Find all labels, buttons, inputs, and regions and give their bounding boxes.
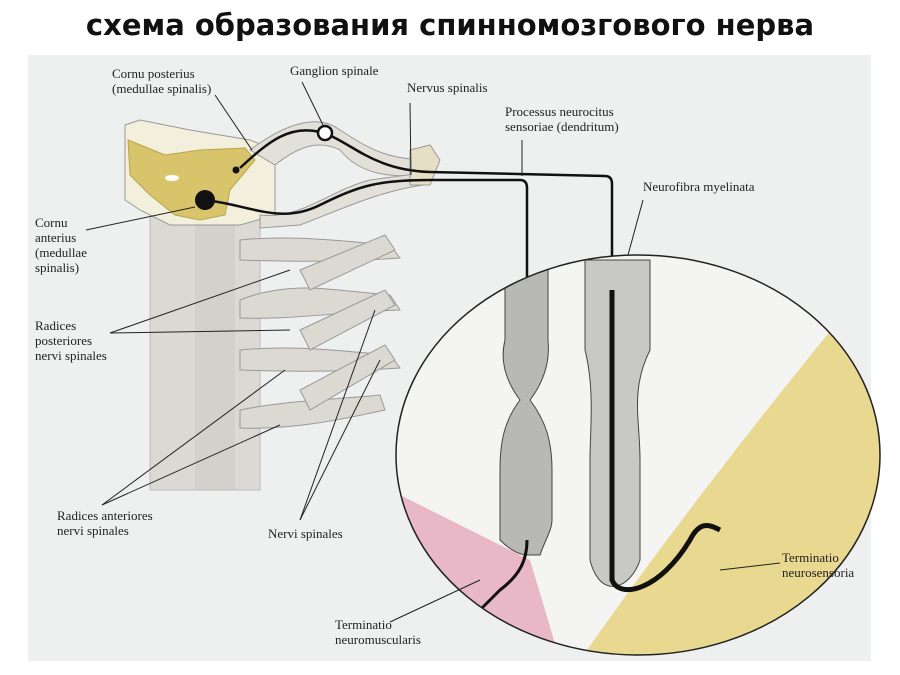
- magnified-view: [396, 255, 880, 655]
- sensory-fiber: [239, 129, 614, 290]
- leader-line: [389, 579, 481, 623]
- sensory-axon: [609, 290, 722, 593]
- label-line: nervi spinales: [35, 348, 107, 363]
- skin-tissue: [580, 270, 880, 655]
- spinal-nerve: [299, 234, 396, 291]
- spinal-nerve: [299, 289, 396, 351]
- label-line: Terminatio: [335, 617, 392, 632]
- leader-line: [101, 369, 286, 506]
- label-line: neurosensoria: [782, 565, 855, 580]
- label-line: Nervus spinalis: [407, 80, 488, 95]
- leader-line: [299, 309, 376, 521]
- spinal-cord-shading: [195, 210, 235, 490]
- label-line: neuromuscularis: [335, 632, 421, 647]
- label-line: Neurofibra myelinata: [643, 179, 755, 194]
- nerve-root: [239, 394, 386, 429]
- leader-line: [301, 81, 324, 126]
- label-line: nervi spinales: [57, 523, 129, 538]
- leader-lines: [85, 81, 781, 623]
- label-neurofibra-myelinata: Neurofibra myelinata: [643, 179, 755, 194]
- label-line: Cornu: [35, 215, 68, 230]
- leader-line: [101, 424, 281, 506]
- leader-line: [85, 206, 196, 231]
- label-line: anterius: [35, 230, 77, 245]
- label-cornu-posterius: Cornu posterius(medullae spinalis): [112, 66, 211, 96]
- label-nervus-spinalis: Nervus spinalis: [407, 80, 488, 95]
- label-line: posteriores: [35, 333, 93, 348]
- leader-line: [719, 562, 781, 571]
- page-title: схема образования спинномозгового нерва: [85, 8, 815, 42]
- label-line: sensoriae (dendritum): [505, 119, 619, 134]
- label-nervi-spinales: Nervi spinales: [268, 526, 343, 541]
- grey-matter: [127, 139, 256, 221]
- interneuron: [232, 166, 240, 174]
- label-line: Cornu posterius: [112, 66, 195, 81]
- motor-axon-ending: [478, 539, 529, 612]
- label-line: (medullae spinalis): [112, 81, 212, 96]
- label-line: Processus neurocitus: [505, 104, 614, 119]
- spinal-nerves: [239, 234, 401, 429]
- label-line: Terminatio: [782, 550, 839, 565]
- label-line: Radices: [35, 318, 77, 333]
- motor-fiber: [204, 178, 529, 290]
- label-line: Nervi spinales: [268, 526, 343, 541]
- leader-line: [214, 94, 253, 151]
- label-ganglion-spinale: Ganglion spinale: [290, 63, 378, 78]
- label-line: spinalis): [35, 260, 80, 275]
- label-line: Radices anteriores: [57, 508, 153, 523]
- leader-line: [299, 359, 381, 521]
- leader-line: [109, 269, 291, 334]
- leader-line: [627, 199, 644, 256]
- leader-line: [409, 102, 412, 176]
- magnification-circle: [395, 254, 881, 656]
- ganglion-cell: [316, 124, 334, 142]
- central-canal: [165, 175, 179, 181]
- label-line: (medullae: [35, 245, 87, 260]
- leader-line: [109, 329, 291, 334]
- unmyelinated-axon: [499, 259, 553, 556]
- label-line: Ganglion spinale: [290, 63, 379, 78]
